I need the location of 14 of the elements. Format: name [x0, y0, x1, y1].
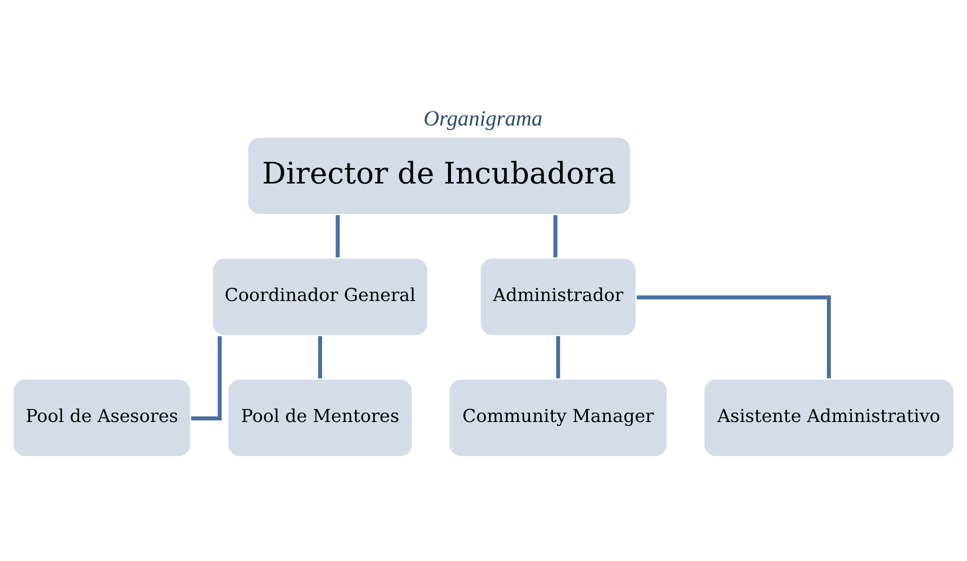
connector: [553, 214, 558, 257]
node-box: Pool de Asesores: [12, 377, 192, 458]
connector: [636, 294, 831, 378]
node-box: Pool de Mentores: [226, 377, 414, 458]
node-box: Asistente Administrativo: [702, 377, 956, 458]
connector: [318, 336, 322, 378]
node-box: Director de Incubadora: [246, 135, 632, 216]
connector: [556, 336, 560, 378]
diagram-title: Organigrama: [424, 106, 543, 130]
connector: [191, 336, 222, 420]
node-box: Administrador: [478, 256, 638, 337]
connector: [336, 214, 340, 257]
node-box: Community Manager: [448, 377, 669, 458]
node-box: Coordinador General: [211, 256, 430, 337]
